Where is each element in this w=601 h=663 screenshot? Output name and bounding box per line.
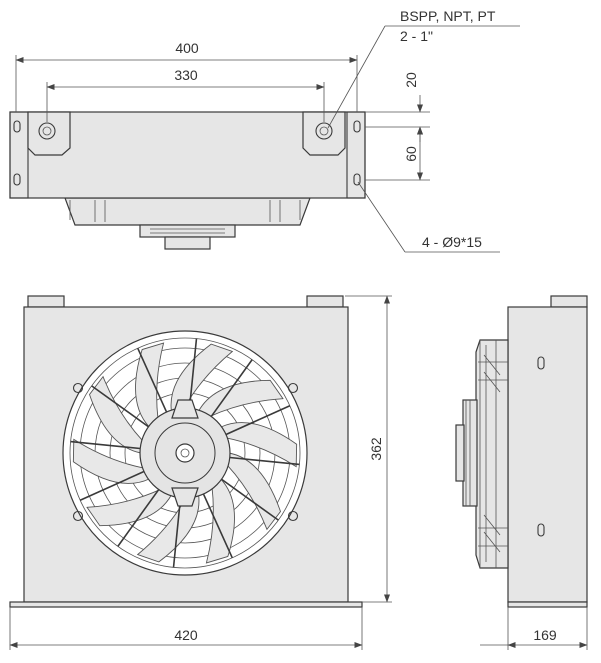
top-tab-right — [306, 295, 344, 308]
fan-screw-icon — [72, 510, 84, 522]
left-flange — [9, 111, 29, 199]
mounting-slot-icon — [13, 173, 21, 186]
fan-blade — [170, 343, 234, 412]
port-right-icon — [315, 122, 333, 140]
side-slot-icon — [537, 523, 545, 537]
grille-spoke — [229, 456, 300, 466]
grille-spoke — [70, 440, 141, 450]
fan-blade — [205, 478, 235, 564]
dim-362-label: 362 — [368, 437, 384, 461]
fan-blade — [219, 422, 298, 468]
fan-spokes — [70, 338, 300, 568]
port-boss-left — [27, 111, 71, 156]
fan-screw-icon — [287, 510, 299, 522]
grille-spoke — [172, 497, 182, 568]
fan-mount-bottom — [171, 487, 199, 507]
fan-shroud-top-view — [64, 197, 311, 226]
grille-spoke — [137, 347, 168, 413]
grille-spoke — [210, 359, 253, 417]
front-view: 420 362 — [9, 295, 392, 650]
fan-screw-icon — [287, 382, 299, 394]
grille-spoke — [225, 405, 291, 436]
fan-hub-top-view — [164, 236, 211, 250]
side-top-tab — [550, 295, 588, 308]
mounting-slot-icon — [13, 120, 21, 133]
side-view: 169 — [455, 295, 588, 650]
right-flange — [346, 111, 366, 199]
fan-blade — [89, 375, 144, 454]
grille-spoke — [91, 385, 149, 428]
mounting-slot-icon — [353, 120, 361, 133]
grille-spoke — [202, 493, 233, 559]
grille-spoke — [221, 478, 279, 521]
fan-mount-top — [171, 399, 199, 419]
thread-type-note: BSPP, NPT, PT — [400, 8, 496, 24]
base-plate — [9, 601, 363, 608]
dim-420-label: 420 — [174, 627, 198, 643]
port-boss-right — [302, 111, 346, 156]
dim-20-label: 20 — [403, 72, 419, 88]
fan-blade — [136, 494, 200, 563]
grille-spoke — [117, 489, 160, 547]
fan-blades — [72, 342, 298, 564]
top-tab-left — [27, 295, 65, 308]
fan-hub-icon — [175, 443, 195, 463]
grille-spoke — [79, 470, 145, 501]
dim-169-label: 169 — [533, 627, 557, 643]
port-left-icon — [38, 122, 56, 140]
mounting-slot-icon — [353, 173, 361, 186]
fan-shroud-side — [475, 339, 509, 569]
dim-400-label: 400 — [175, 40, 199, 56]
ports-note: 2 - 1" — [400, 28, 433, 44]
fan-blade — [72, 438, 151, 484]
fan-blade — [135, 342, 165, 428]
cooler-body-side-view — [507, 306, 588, 603]
side-slot-icon — [537, 356, 545, 370]
mounting-holes-note: 4 - Ø9*15 — [422, 234, 482, 250]
grille-spoke — [188, 338, 198, 409]
dim-330-label: 330 — [174, 67, 198, 83]
fan-blade — [86, 488, 173, 527]
fan-screw-icon — [72, 382, 84, 394]
side-base — [507, 601, 588, 608]
fan-motor-top-view — [139, 224, 236, 238]
top-view: 400 330 20 60 BSPP, NPT, PT 2 - 1" 4 - Ø… — [9, 8, 520, 253]
fan-hub-side — [455, 424, 465, 482]
dim-60-label: 60 — [403, 146, 419, 162]
fan-blade — [197, 379, 284, 418]
fan-blade — [226, 452, 281, 531]
